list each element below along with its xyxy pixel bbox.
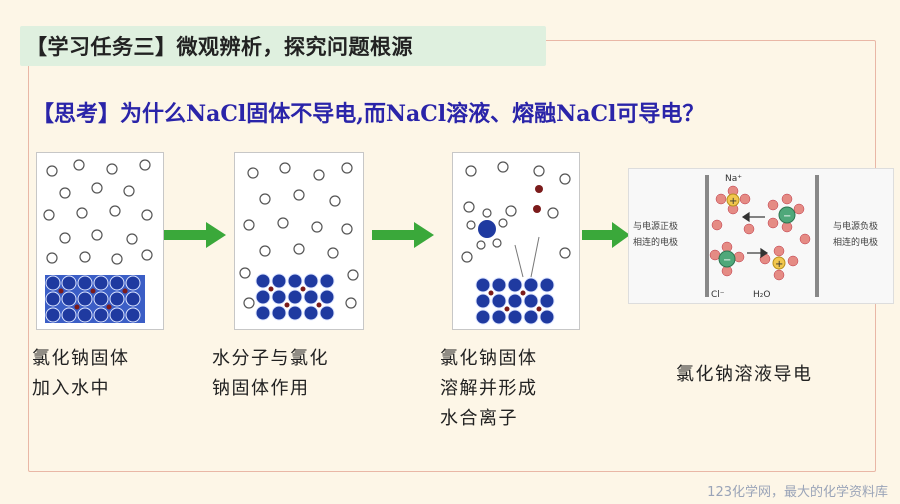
panel-nacl-into-water (36, 152, 164, 330)
dissolving-lines (514, 236, 540, 278)
na-ion-2-plus: + (775, 259, 783, 270)
caption-step-3: 氯化钠固体 溶解并形成 水合离子 (440, 348, 538, 429)
nacl-crystal-3 (475, 277, 555, 325)
cl-label: Cl⁻ (711, 290, 725, 300)
arrow-right-icon-3 (582, 222, 630, 248)
caption-step-4: 氯化钠溶液导电 (676, 364, 813, 385)
anode-plate (705, 175, 709, 297)
water-molecules (43, 159, 153, 265)
arrow-right-icon (164, 222, 226, 248)
water-shells (709, 185, 811, 281)
water-molecules-2 (239, 162, 359, 309)
ion-direction-arrows (741, 211, 769, 259)
na-label: Na⁺ (725, 174, 742, 184)
cathode-label-2: 相连的电极 (833, 236, 878, 248)
anode-label-1: 与电源正极 (633, 220, 678, 232)
arrow-right-icon-2 (372, 222, 434, 248)
nacl-crystal-2 (255, 273, 335, 321)
caption-step-1: 氯化钠固体 加入水中 (32, 348, 130, 399)
water-label: H₂O (753, 290, 770, 300)
panel-1-figure (43, 159, 153, 323)
caption-step-2: 水分子与氯化 钠固体作用 (212, 348, 329, 399)
watermark: 123化学网，最大的化学资料库 (707, 485, 888, 500)
cathode-plate (815, 175, 819, 297)
na-ion-plus: + (729, 196, 737, 207)
hydrated-ion-2 (533, 185, 543, 213)
na-ion (726, 193, 740, 207)
question-text: 【思考】为什么NaCl固体不导电,而NaCl溶液、熔融NaCl可导电？ (32, 101, 705, 127)
hydrated-ion (466, 208, 508, 250)
panel-2-figure (239, 162, 359, 321)
nacl-crystal (45, 275, 145, 323)
water-molecules-3 (461, 161, 571, 263)
cl-ion-2-minus: − (723, 255, 731, 266)
panel-conduction: 与电源正极 相连的电极 与电源负极 相连的电极 + − − + (628, 168, 894, 304)
page-title: 【学习任务三】微观辨析，探究问题根源 (26, 35, 413, 59)
cathode-label-1: 与电源负极 (833, 220, 878, 232)
cl-ion (778, 206, 796, 224)
panel-water-acts-on-nacl (234, 152, 364, 330)
cl-ion-2 (718, 250, 736, 268)
title-bar: 【学习任务三】微观辨析，探究问题根源 (20, 26, 546, 66)
conduction-figure: 与电源正极 相连的电极 与电源负极 相连的电极 + − − + (633, 174, 878, 300)
anode-label-2: 相连的电极 (633, 236, 678, 248)
panel-3-figure (461, 161, 571, 325)
panel-hydrated-ions (452, 152, 580, 330)
cl-ion-minus: − (783, 211, 791, 222)
na-ion-2 (772, 256, 786, 270)
